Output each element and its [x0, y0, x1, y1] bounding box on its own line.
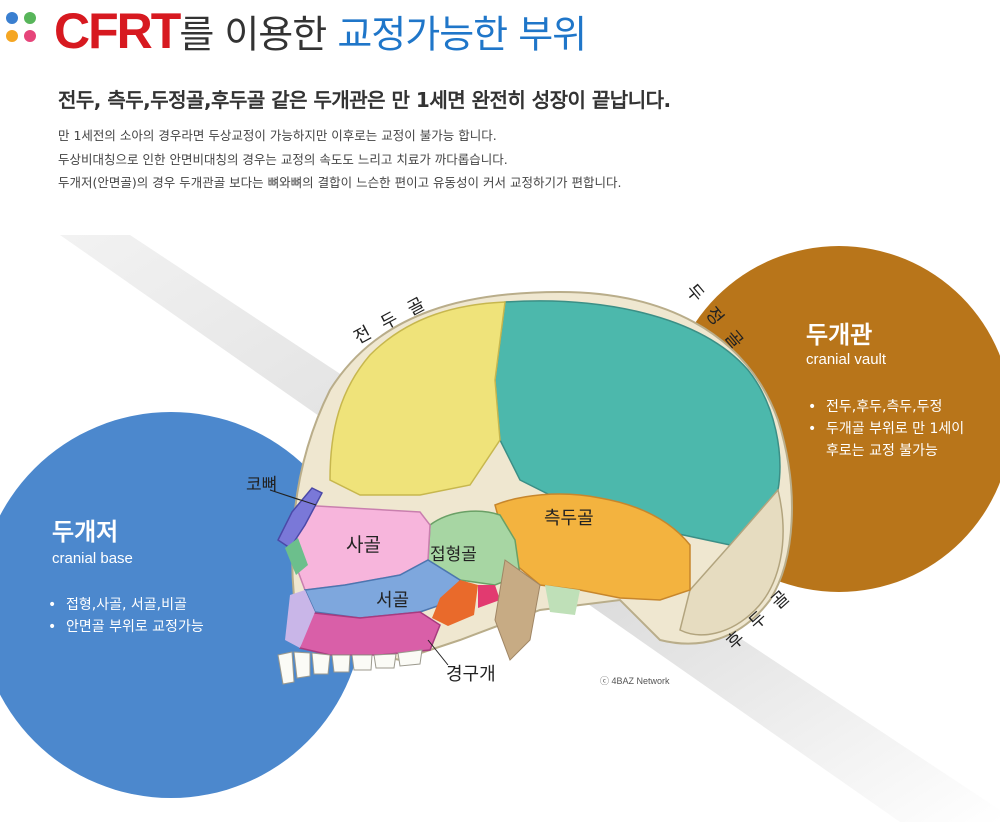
- frontal-bone: [329, 301, 506, 496]
- intro-line: 두개저(안면골)의 경우 두개관골 보다는 뼈와뼈의 결합이 느슨한 편이고 유…: [58, 175, 622, 190]
- sphenoid-label: 접형골: [430, 545, 477, 565]
- list-item: 전두,후두,측두,두정: [808, 396, 968, 418]
- palate-label: 경구개: [446, 664, 496, 685]
- mastoid-piece: [494, 559, 541, 661]
- intro-line: 두상비대칭으로 인한 안면비대칭의 경우는 교정의 속도도 느리고 치료가 까다…: [58, 151, 508, 167]
- palate-bone: [299, 611, 441, 656]
- palate-leader-line: [427, 639, 449, 666]
- temporal-bone: [494, 493, 691, 601]
- pterygoid-piece: [478, 585, 500, 608]
- dot-pink: [24, 30, 36, 42]
- list-item: 안면골 부위로 교정가능: [48, 616, 204, 638]
- dot-green: [24, 12, 36, 24]
- intro-headline: 전두, 측두,두정골,후두골 같은 두개관은 만 1세면 완전히 성장이 끝납니…: [58, 88, 671, 112]
- list-item: 두개골 부위로 만 1세이후로는 교정 불가능: [808, 418, 968, 462]
- lacrimal-bone: [285, 538, 308, 575]
- list-item: 접형,사골, 서골,비골: [48, 594, 204, 616]
- zygomatic-piece: [432, 580, 478, 626]
- title-text: 를 이용한: [179, 12, 338, 57]
- sphenoid-bone: [427, 510, 521, 586]
- copyright-text: ⓒ 4BAZ Network: [600, 676, 670, 686]
- temporal-label: 측두골: [544, 508, 594, 529]
- brand-name: CFRT: [54, 3, 181, 59]
- vomer-label: 서골: [376, 590, 410, 611]
- styloid-piece: [545, 585, 580, 615]
- cranial-base-title: 두개저: [52, 518, 119, 546]
- title-highlight: 교정가능한 부위: [337, 12, 587, 57]
- dot-blue: [6, 12, 18, 24]
- occipital-bone: [679, 488, 784, 636]
- maxilla-piece: [285, 590, 315, 648]
- cranial-vault-list: 전두,후두,측두,두정 두개골 부위로 만 1세이후로는 교정 불가능: [808, 396, 968, 462]
- ethmoid-label: 사골: [346, 534, 381, 556]
- nasal-label: 코뼈: [246, 475, 278, 495]
- cranial-base-subtitle: cranial base: [52, 550, 133, 567]
- teeth: [277, 649, 423, 685]
- intro-line: 만 1세전의 소아의 경우라면 두상교정이 가능하지만 이후로는 교정이 불가능…: [58, 128, 497, 143]
- logo-dots-icon: [6, 12, 38, 44]
- page-title: CFRT를 이용한 교정가능한 부위: [54, 2, 587, 59]
- dot-orange: [6, 30, 18, 42]
- cranial-vault-subtitle: cranial vault: [806, 351, 887, 368]
- cranial-vault-title: 두개관: [806, 321, 873, 349]
- nasal-leader-line: [269, 489, 317, 506]
- cranial-base-list: 접형,사골, 서골,비골 안면골 부위로 교정가능: [48, 594, 204, 638]
- intro-paragraph: 만 1세전의 소아의 경우라면 두상교정이 가능하지만 이후로는 교정이 불가능…: [58, 124, 621, 195]
